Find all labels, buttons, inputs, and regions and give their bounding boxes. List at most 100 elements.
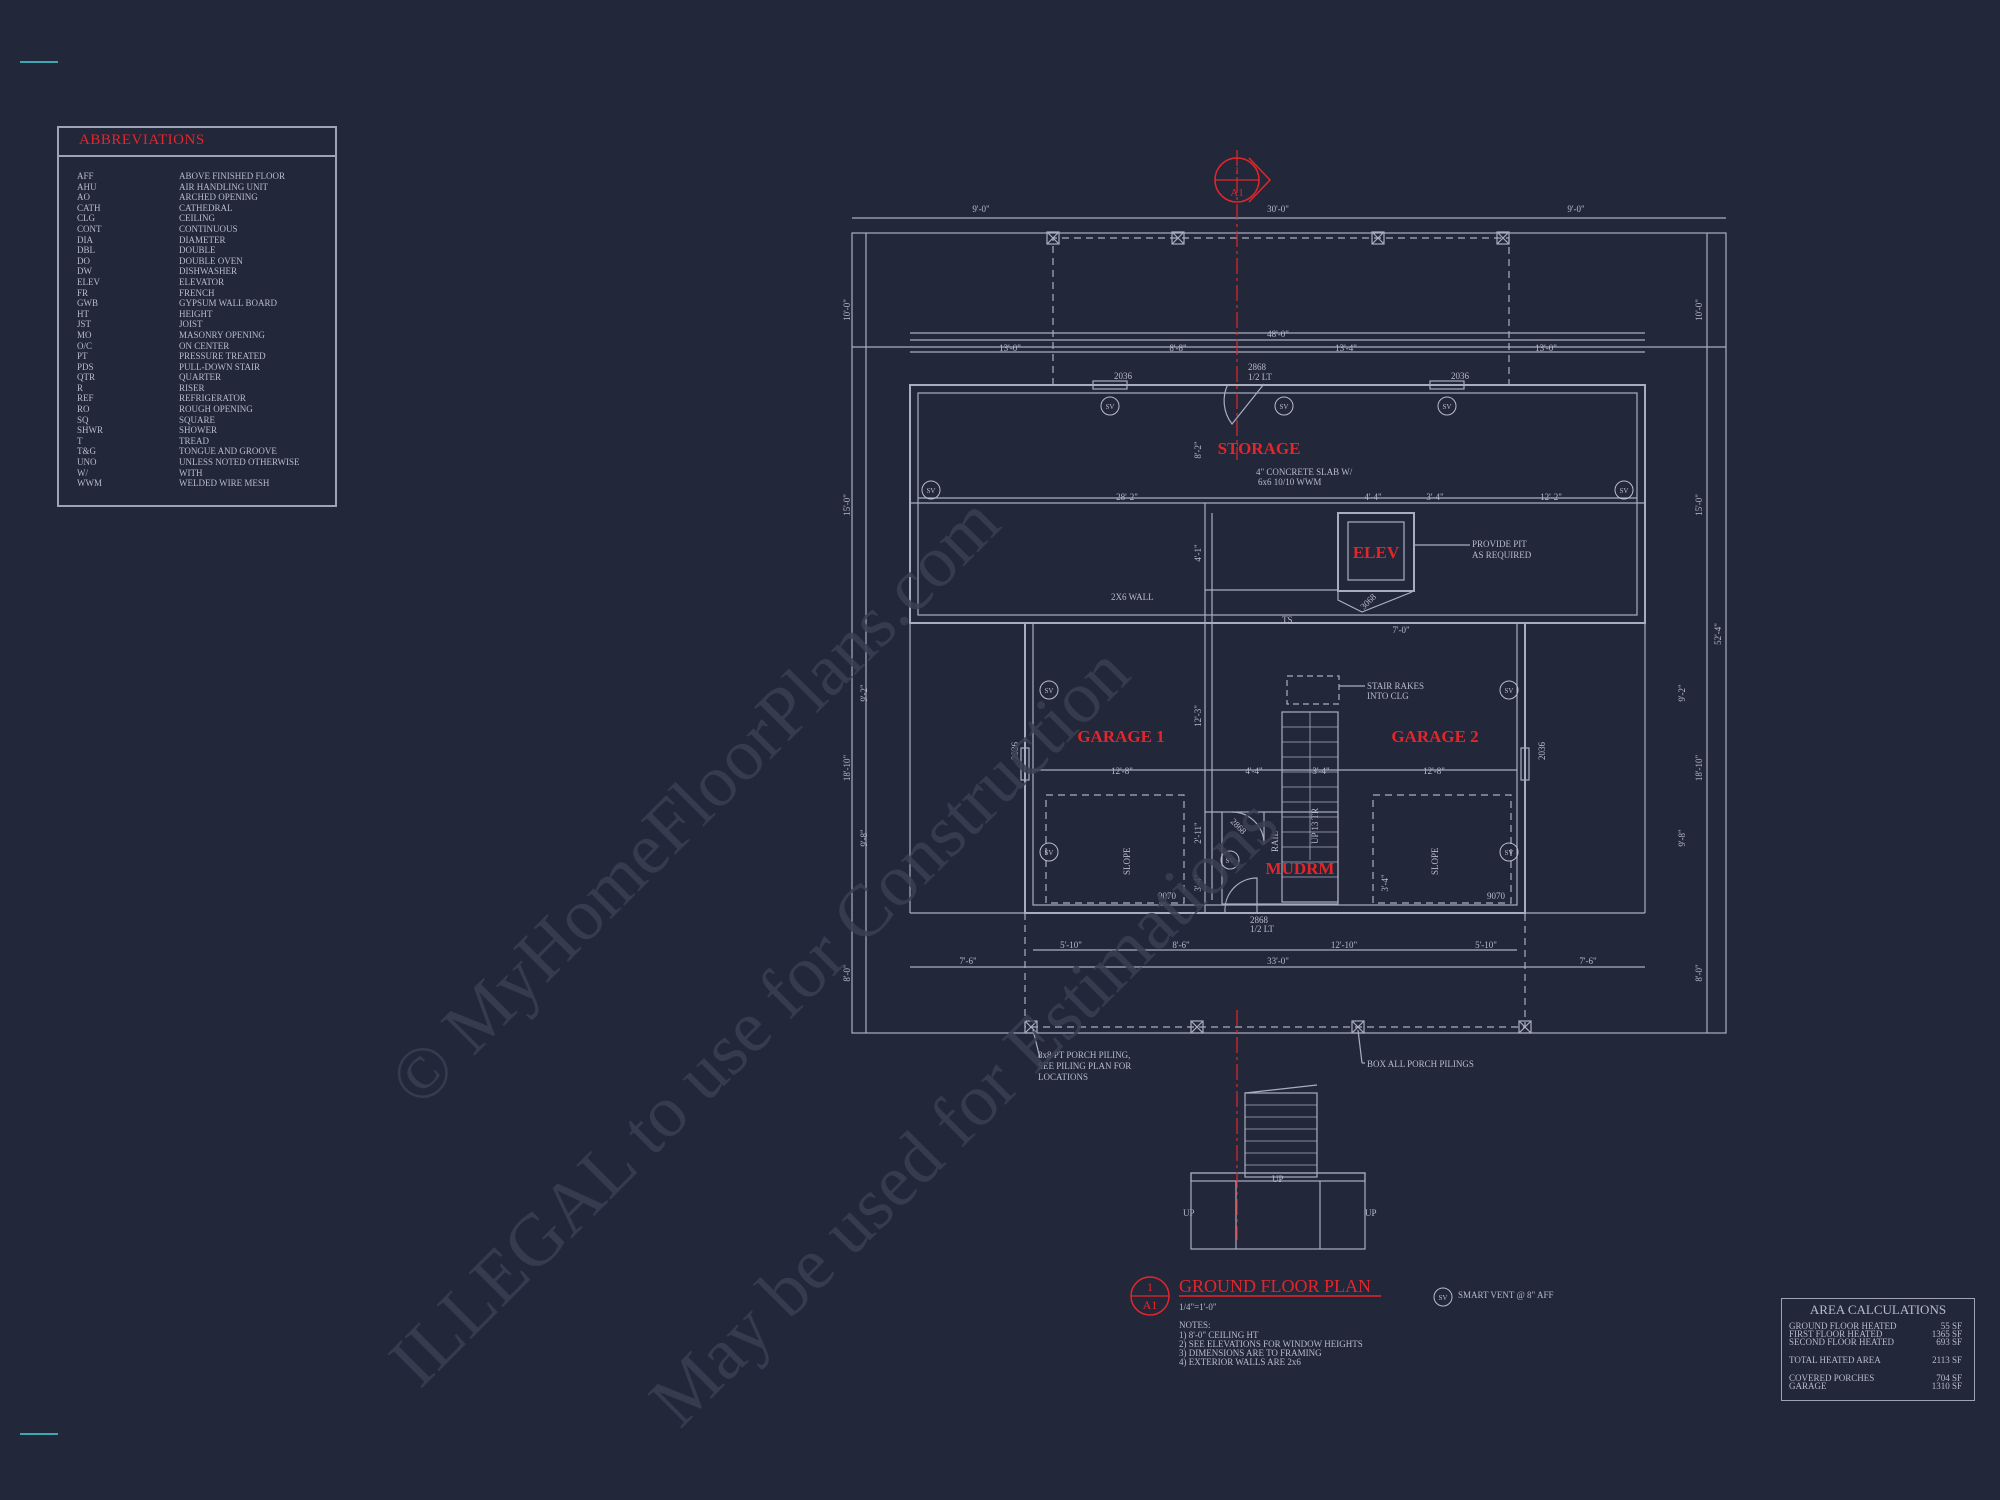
porch-pilings bbox=[1024, 231, 1532, 1034]
area-value: 1365 SF bbox=[1931, 1329, 1962, 1339]
exterior-stair-treads bbox=[1245, 1104, 1317, 1166]
exterior-stair-rail bbox=[1244, 1084, 1318, 1094]
abbreviation-meaning: PRESSURE TREATED bbox=[179, 351, 266, 362]
slab-note: 4" CONCRETE SLAB W/ bbox=[1256, 467, 1353, 477]
notes-header: NOTES: bbox=[1179, 1320, 1211, 1330]
abbreviation-code: O/C bbox=[77, 340, 93, 351]
dimension-text: 8'-0" bbox=[1694, 964, 1704, 982]
dimension-text: 5'-10" bbox=[1060, 940, 1082, 950]
abbreviation-code: HT bbox=[77, 308, 89, 319]
up-label-left: UP bbox=[1183, 1208, 1195, 1218]
outer-dimension-frame bbox=[851, 232, 1727, 1034]
smart-vent-icon: SV bbox=[1437, 396, 1457, 416]
abbreviation-meaning: AIR HANDLING UNIT bbox=[179, 181, 268, 192]
abbreviation-row: W/WITH bbox=[77, 468, 327, 479]
elevator-door bbox=[1337, 591, 1413, 613]
abbreviation-code: AO bbox=[77, 192, 90, 203]
window-2036 bbox=[1020, 747, 1030, 781]
abbreviation-meaning: HEIGHT bbox=[179, 308, 213, 319]
abbreviation-code: DW bbox=[77, 266, 92, 277]
legend-symbol: SV bbox=[1439, 1294, 1448, 1302]
abbreviation-meaning: MASONRY OPENING bbox=[179, 329, 265, 340]
abbreviations-divider bbox=[59, 155, 335, 157]
rakes-note: STAIR RAKES bbox=[1367, 681, 1424, 691]
box-piling-leader bbox=[1357, 1029, 1363, 1064]
dimension-text: 8'-6" bbox=[1172, 940, 1190, 950]
room-label-garage-2: GARAGE 2 bbox=[1391, 727, 1478, 746]
abbreviation-meaning: ABOVE FINISHED FLOOR bbox=[179, 171, 286, 181]
abbreviation-meaning: FRENCH bbox=[179, 287, 215, 298]
smart-vent-label: SV bbox=[1045, 687, 1054, 695]
drawing-title: GROUND FLOOR PLAN bbox=[1179, 1276, 1371, 1296]
garage-door-tag: 9070 bbox=[1158, 891, 1177, 901]
note-line: 1) 8'-0" CEILING HT bbox=[1179, 1330, 1259, 1340]
porch-piling bbox=[1371, 231, 1385, 245]
smart-vent-label: SV bbox=[1106, 403, 1115, 411]
smart-vent-icon: SV bbox=[1614, 480, 1634, 500]
mudroom-door-swing bbox=[1231, 811, 1265, 845]
room-label-storage: STORAGE bbox=[1218, 439, 1301, 458]
door-tag-elev: 3068 bbox=[1358, 591, 1378, 611]
door-tag-lite: 1/2 LT bbox=[1248, 372, 1272, 382]
sheet-corner-mark bbox=[20, 61, 58, 63]
drawing-title-block: 1 A1 GROUND FLOOR PLAN 1/4"=1'-0" NOTES:… bbox=[1130, 1276, 1381, 1367]
pit-note: PROVIDE PIT bbox=[1472, 539, 1527, 549]
mudroom-walls bbox=[1221, 811, 1339, 905]
abbreviation-meaning: WELDED WIRE MESH bbox=[179, 478, 270, 489]
abbreviation-meaning: DIAMETER bbox=[179, 234, 226, 245]
area-label: GROUND FLOOR HEATED bbox=[1789, 1321, 1897, 1331]
dimension-text: 9'-2" bbox=[1677, 684, 1687, 702]
smart-vent-icon: SV bbox=[1220, 850, 1240, 870]
abbreviation-meaning: TONGUE AND GROOVE bbox=[179, 446, 277, 457]
abbreviation-code: PDS bbox=[77, 361, 94, 372]
mudroom-exterior-door-swing bbox=[1224, 877, 1258, 913]
rakes-note-2: INTO CLG bbox=[1367, 691, 1409, 701]
abbreviation-meaning: DOUBLE bbox=[179, 245, 216, 256]
storage-outer-wall bbox=[909, 384, 1646, 624]
dimension-text: 4'-1" bbox=[1193, 544, 1203, 562]
storage-door-swing bbox=[1223, 383, 1265, 425]
note-line: 2) SEE ELEVATIONS FOR WINDOW HEIGHTS bbox=[1179, 1339, 1363, 1349]
box-piling-note: BOX ALL PORCH PILINGS bbox=[1367, 1059, 1474, 1069]
smart-vent-label: SV bbox=[1280, 403, 1289, 411]
smart-vent-label: SV bbox=[1505, 849, 1514, 857]
section-marker-sheet: A1 bbox=[1230, 187, 1243, 199]
abbreviation-meaning: CATHEDRAL bbox=[179, 202, 233, 213]
porch-piling bbox=[1190, 1020, 1204, 1034]
window-2036 bbox=[1520, 747, 1530, 781]
slab-note-2: 6x6 10/10 WWM bbox=[1258, 477, 1321, 487]
abbreviation-code: CLG bbox=[77, 213, 95, 224]
dimension-text: 13'-0" bbox=[1535, 343, 1557, 353]
abbreviation-code: CATH bbox=[77, 202, 101, 213]
abbreviations-title: ABBREVIATIONS bbox=[79, 132, 205, 148]
abbreviation-code: WWM bbox=[77, 478, 102, 489]
abbreviation-code: SQ bbox=[77, 414, 89, 425]
area-value: 1310 SF bbox=[1931, 1381, 1962, 1391]
stair-rakes-dashed bbox=[1286, 675, 1340, 705]
dimension-text: 33'-0" bbox=[1267, 956, 1289, 966]
porch-piling bbox=[1171, 231, 1185, 245]
dimension-text: 15'-0" bbox=[1694, 494, 1704, 516]
abbreviation-row: CATH CATHEDRAL bbox=[77, 203, 327, 214]
elevator-cab bbox=[1347, 521, 1405, 581]
dimension-text: 13'-4" bbox=[1335, 343, 1357, 353]
